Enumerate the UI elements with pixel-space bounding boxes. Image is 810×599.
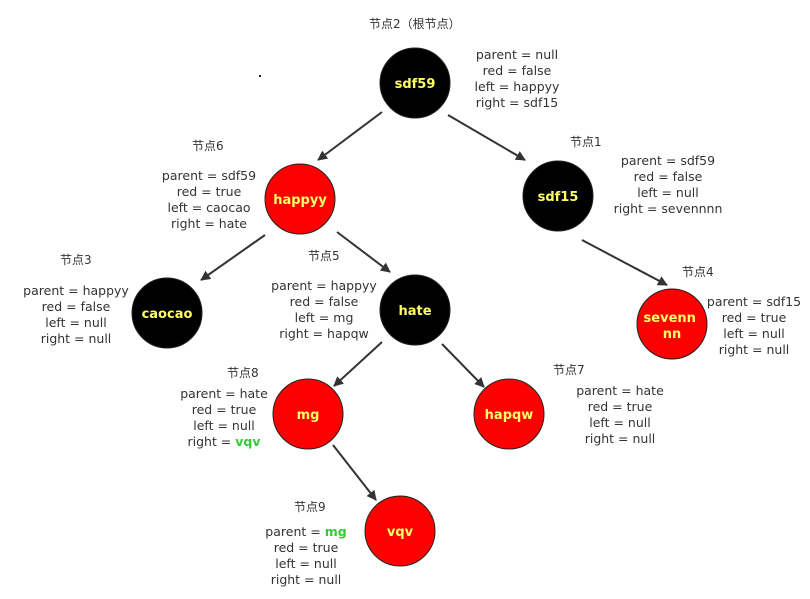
node-mg-label: mg [297,408,320,423]
title-happyy: 节点6 [192,139,224,153]
title-hapqw: 节点7 [553,363,585,377]
node-caocao: caocao [131,277,203,349]
prop-parent: parent = hate [180,386,268,401]
prop-parent-key: parent = [265,524,325,539]
title-sdf59: 节点2（根节点） [369,17,461,31]
title-caocao: 节点3 [60,253,92,267]
node-sdf15-label: sdf15 [538,190,579,205]
prop-red: red = false [482,63,552,78]
node-happyy: happyy [264,163,336,235]
prop-left: left = happyy [474,79,560,94]
props-sevennnn: parent = sdf15 red = true left = null ri… [704,294,804,358]
prop-right: right = sevennnn [613,201,723,216]
node-caocao-label: caocao [142,307,193,322]
edge-sdf59-sdf15 [447,114,526,161]
node-hate: hate [379,274,451,346]
node-mg: mg [272,378,344,450]
prop-parent: parent = happyy [23,283,129,298]
prop-red: red = true [587,399,653,414]
prop-parent: parent = happyy [271,278,377,293]
prop-left: left = null [275,556,337,571]
node-happyy-label: happyy [273,193,327,208]
prop-parent: parent = null [475,47,559,62]
stray-dot [259,75,261,77]
prop-right-key: right = [187,434,236,449]
prop-right: right = null [718,342,790,357]
prop-left: left = null [589,415,651,430]
prop-right: right = hate [171,216,247,231]
prop-parent: parent = mg [254,524,358,540]
edge-mg-vqv [332,444,377,501]
prop-red: red = true [191,402,257,417]
prop-left: left = null [723,326,785,341]
prop-right: right = null [40,331,112,346]
prop-red: red = true [721,310,787,325]
prop-right: right = null [584,431,656,446]
node-sdf59: sdf59 [379,47,451,119]
props-caocao: parent = happyy red = false left = null … [20,283,132,347]
edge-sdf59-happyy [317,111,383,161]
node-vqv-label: vqv [387,525,414,540]
node-hapqw-label: hapqw [485,408,534,423]
node-sdf59-label: sdf59 [395,77,436,92]
prop-right: right = sdf15 [475,95,559,110]
title-mg: 节点8 [227,366,259,380]
prop-left: left = null [193,418,255,433]
title-sevennnn: 节点4 [682,265,714,279]
props-sdf59: parent = null red = false left = happyy … [462,47,572,111]
prop-parent: parent = sdf15 [706,294,802,309]
props-happyy: parent = sdf59 red = true left = caocao … [157,168,261,232]
prop-right: right = vqv [172,434,276,450]
edge-happyy-hate [336,231,391,273]
title-sdf15: 节点1 [570,135,602,149]
node-hate-label: hate [398,304,431,319]
prop-red: red = false [289,294,359,309]
node-sevennnn-label: sevenn nn [644,311,701,342]
prop-left: left = null [45,315,107,330]
prop-red: red = false [633,169,703,184]
props-mg: parent = hate red = true left = null rig… [172,386,276,450]
prop-parent: parent = hate [576,383,664,398]
prop-red: red = true [273,540,339,555]
props-hate: parent = happyy red = false left = mg ri… [268,278,380,342]
prop-parent: parent = sdf59 [161,168,257,183]
title-vqv: 节点9 [294,500,326,514]
node-sevennnn: sevenn nn [636,288,708,360]
prop-left: left = caocao [167,200,251,215]
prop-red: red = false [41,299,111,314]
edge-happyy-caocao [200,234,266,281]
prop-right-highlight: vqv [235,434,261,449]
prop-right: right = hapqw [279,326,369,341]
prop-parent: parent = sdf59 [620,153,716,168]
edge-sdf15-sevennnn [581,239,668,286]
prop-left: left = mg [294,310,354,325]
node-vqv: vqv [364,495,436,567]
title-hate: 节点5 [308,249,340,263]
props-sdf15: parent = sdf59 red = false left = null r… [612,153,724,217]
props-vqv: parent = mg red = true left = null right… [254,524,358,588]
node-sdf15: sdf15 [522,160,594,232]
prop-parent-highlight: mg [324,524,347,539]
prop-red: red = true [176,184,242,199]
node-hapqw: hapqw [473,378,545,450]
edge-hate-hapqw [441,343,485,388]
props-hapqw: parent = hate red = true left = null rig… [568,383,672,447]
prop-left: left = null [637,185,699,200]
prop-right: right = null [270,572,342,587]
edge-hate-mg [333,341,383,387]
